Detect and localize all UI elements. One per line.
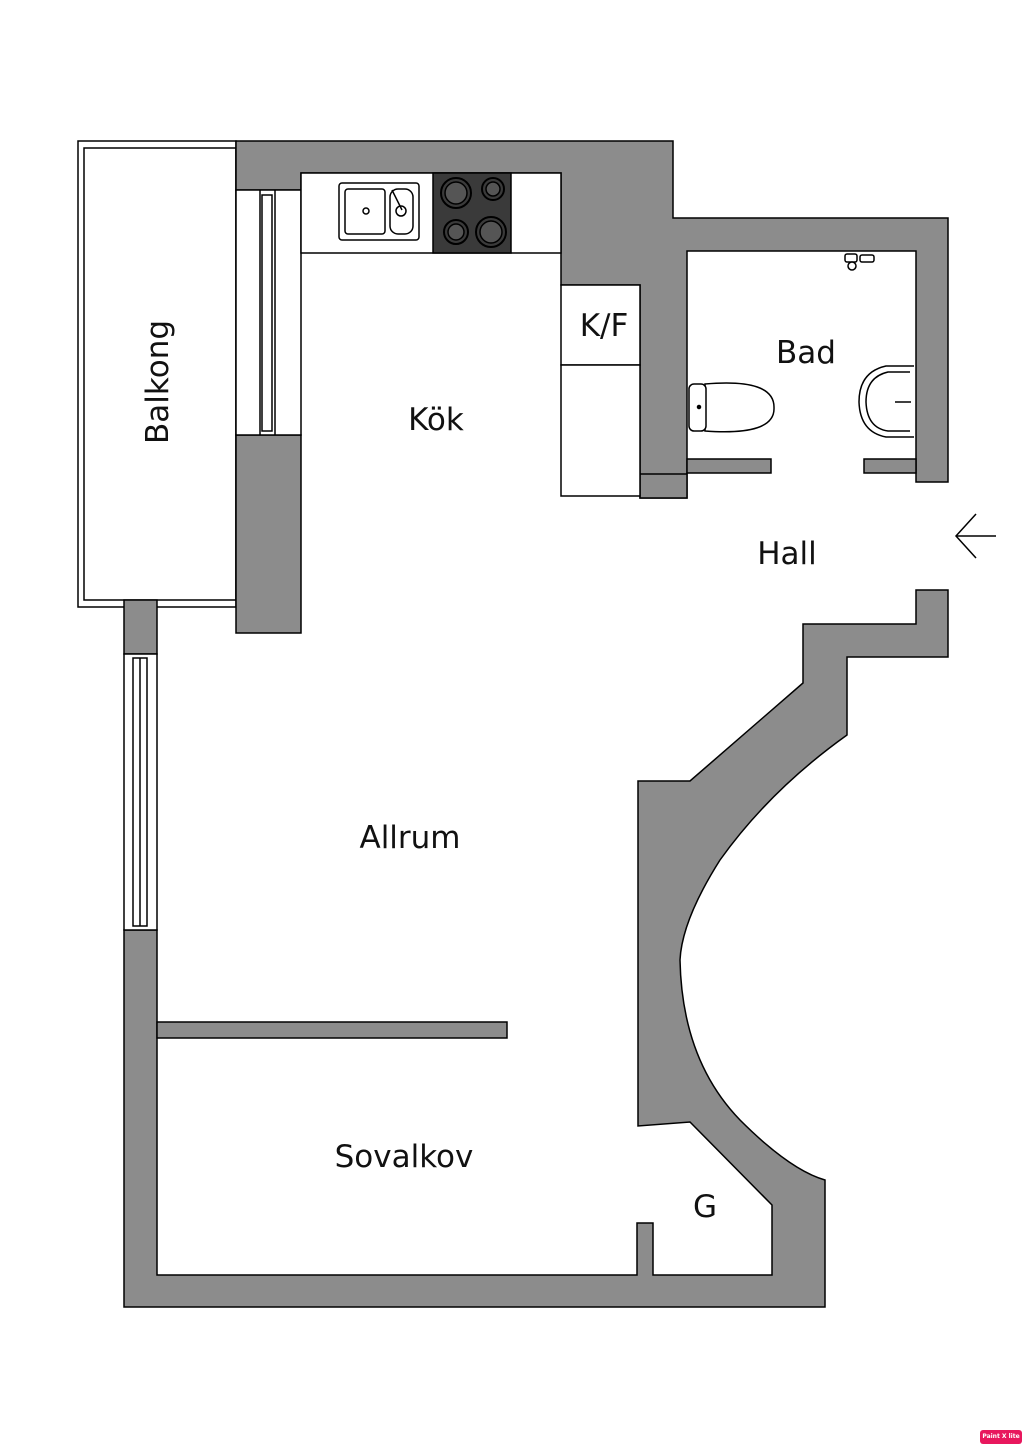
toilet-icon — [688, 382, 775, 433]
label-hall: Hall — [757, 536, 817, 572]
shower-icon — [844, 253, 875, 271]
arrow-left-icon — [954, 513, 996, 559]
wall-left-upper — [123, 599, 158, 655]
fridge-freezer — [560, 284, 641, 497]
wall-partition — [156, 1021, 508, 1039]
wall-right-curve — [123, 589, 949, 1308]
label-kok: Kök — [408, 402, 464, 438]
stove-icon — [432, 172, 512, 254]
label-g: G — [693, 1189, 717, 1225]
label-balkong: Balkong — [140, 320, 176, 444]
label-kf: K/F — [580, 308, 629, 344]
wall-kitchen-left — [235, 434, 302, 634]
balcony — [77, 140, 237, 608]
wall-bath-stub-left — [686, 458, 772, 474]
label-allrum: Allrum — [359, 820, 460, 856]
kitchen-counter — [300, 172, 562, 254]
windows — [123, 189, 302, 931]
label-bad: Bad — [776, 335, 836, 371]
wall-kf-stub — [639, 473, 688, 499]
wall-bath-stub-right — [863, 458, 917, 474]
label-sovalkov: Sovalkov — [335, 1139, 474, 1175]
washbasin-icon — [858, 365, 914, 438]
kitchen-sink-icon — [338, 182, 420, 241]
walls — [123, 140, 949, 1308]
watermark-badge: Paint X lite — [980, 1430, 1022, 1444]
